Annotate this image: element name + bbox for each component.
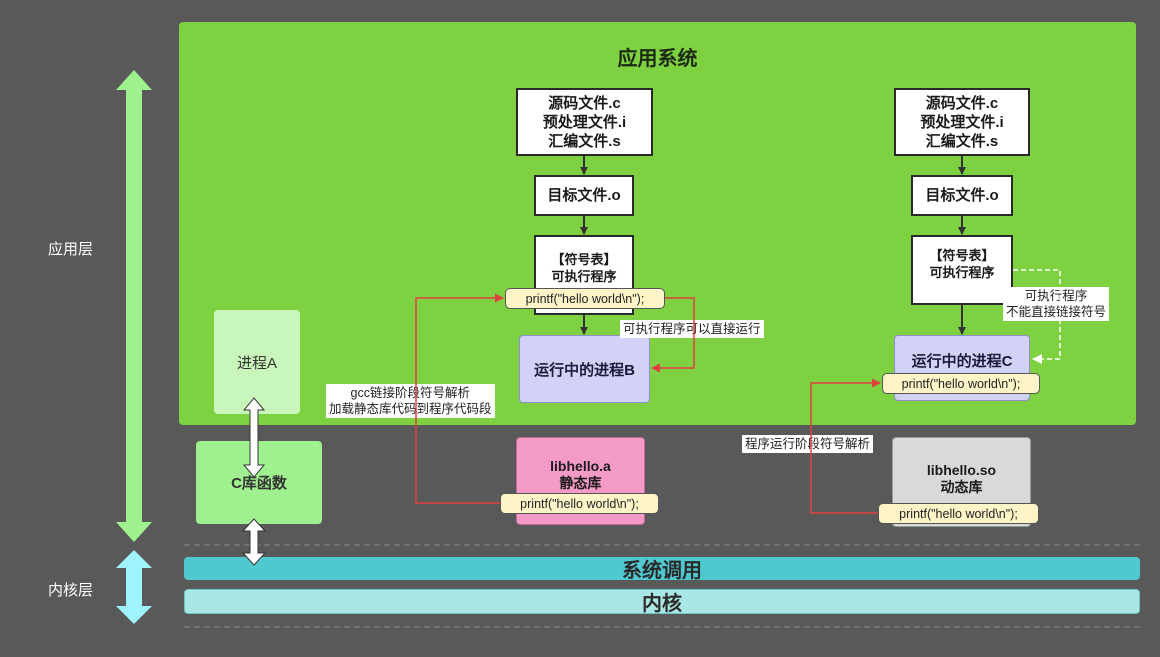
dynamic-source-files-box: 源码文件.c 预处理文件.i 汇编文件.s [894,88,1030,156]
process-a-label: 进程A [236,354,277,372]
static-exe-printf-box: printf("hello world\n"); [505,288,665,309]
app-layer-arrow [116,70,152,542]
static-link-line [415,293,504,504]
dyn-source-file-c: 源码文件.c [925,94,999,112]
process-b-box: 运行中的进程B [519,335,650,403]
dynamic-cannot-link-line [1013,269,1061,364]
cannot-link-note-line1: 可执行程序 [1024,289,1088,303]
app-layer-label: 应用层 [48,241,94,258]
kernel-label: 内核 [642,593,682,615]
system-call-bar: 系统调用 [184,557,1140,582]
printf-code: printf("hello world\n"); [525,291,645,306]
dynamic-lib-name: libhello.so [926,462,997,478]
process-a-to-clib-arrow [242,397,266,478]
dynamic-lib-printf-code: printf("hello world\n"); [899,506,1018,521]
gcc-link-note: gcc链接阶段符号解析 加载静态库代码到程序代码段 [326,384,495,418]
process-b-label: 运行中的进程B [534,361,635,379]
dyn-preprocessed-file-i: 预处理文件.i [920,113,1004,131]
c-library-label: C库函数 [231,475,287,492]
executable-label: 可执行程序 [551,269,617,284]
gcc-link-note-line2: 加载静态库代码到程序代码段 [329,402,492,416]
static-run-line [651,297,695,373]
cannot-link-directly-note: 可执行程序 不能直接链接符号 [1003,287,1110,321]
static-object-file-box: 目标文件.o [534,175,634,216]
dyn-executable-label: 可执行程序 [929,265,995,280]
object-file-label: 目标文件.o [547,187,621,204]
clib-to-syscall-arrow [241,518,267,566]
process-c-printf-box: printf("hello world\n"); [882,373,1040,394]
diagram-title: 应用系统 [617,48,698,70]
preprocessed-file-i: 预处理文件.i [542,113,627,131]
symbol-table-label: 【符号表】 [551,252,617,267]
dynamic-lib-printf-box: printf("hello world\n"); [878,503,1039,524]
process-a-box: 进程A [214,310,300,414]
dynamic-runtime-line [810,378,881,514]
system-call-label: 系统调用 [622,560,702,582]
kernel-layer-label: 内核层 [48,582,94,599]
dynamic-object-file-box: 目标文件.o [911,175,1013,216]
cannot-link-note-line2: 不能直接链接符号 [1006,305,1107,319]
static-lib-name: libhello.a [550,458,611,474]
dyn-assembly-file-s: 汇编文件.s [925,132,999,150]
source-file-c: 源码文件.c [548,94,621,112]
kernel-layer-arrow [116,550,152,624]
process-c-label: 运行中的进程C [911,353,1013,370]
gcc-link-note-line1: gcc链接阶段符号解析 [350,386,470,400]
dynamic-executable-box: 【符号表】 可执行程序 [911,235,1013,305]
static-source-files-box: 源码文件.c 预处理文件.i 汇编文件.s [516,88,653,156]
kernel-bar: 内核 [184,589,1140,615]
can-run-directly-note: 可执行程序可以直接运行 [620,320,764,338]
c-library-box: C库函数 [196,441,322,524]
runtime-resolution-note: 程序运行阶段符号解析 [742,435,874,453]
static-lib-printf-code: printf("hello world\n"); [520,496,639,511]
dyn-symbol-table-label: 【符号表】 [929,248,995,263]
assembly-file-s: 汇编文件.s [548,132,621,150]
dynamic-lib-type: 动态库 [940,479,983,495]
process-c-printf-code: printf("hello world\n"); [901,376,1021,391]
static-lib-type: 静态库 [559,475,602,491]
dyn-object-file-label: 目标文件.o [925,187,999,204]
static-lib-printf-box: printf("hello world\n"); [500,493,659,514]
